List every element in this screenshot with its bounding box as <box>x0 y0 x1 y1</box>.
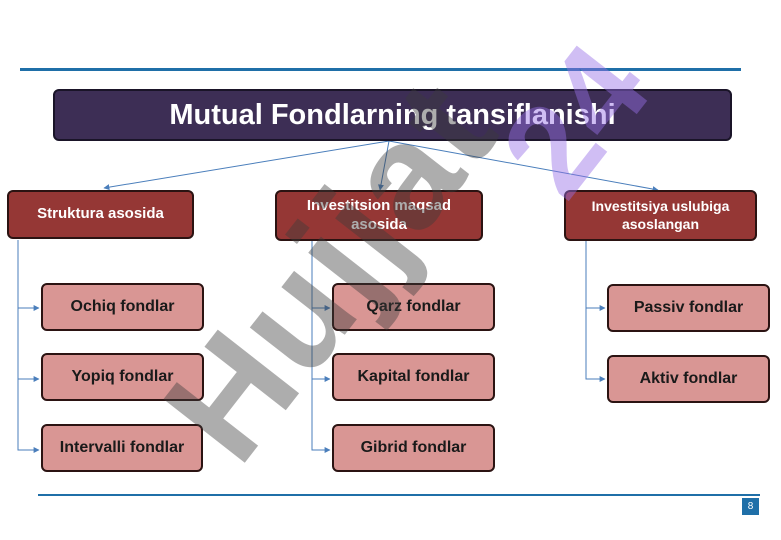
node-qarz-fondlar: Qarz fondlar <box>332 283 495 331</box>
uslub-branch-line <box>585 240 605 309</box>
top-rule <box>20 68 741 71</box>
page-number: 8 <box>742 498 759 515</box>
title-to-maqsad-line <box>378 140 390 191</box>
node-aktiv-fondlar: Aktiv fondlar <box>607 355 770 403</box>
bottom-rule <box>38 494 760 496</box>
title-to-uslub-line <box>388 140 659 192</box>
title-to-struktura-line <box>103 140 390 191</box>
category-investitsion-maqsad: Investitsion maqsad asosida <box>275 190 483 241</box>
node-intervalli-fondlar: Intervalli fondlar <box>41 424 203 472</box>
category-struktura: Struktura asosida <box>7 190 194 239</box>
node-yopiq-fondlar: Yopiq fondlar <box>41 353 204 401</box>
node-ochiq-fondlar: Ochiq fondlar <box>41 283 204 331</box>
diagram-title: Mutual Fondlarning tansiflanishi <box>53 89 732 141</box>
category-investitsiya-uslubi: Investitsiya uslubiga asoslangan <box>564 190 757 241</box>
struktura-branch-line <box>17 240 39 309</box>
node-gibrid-fondlar: Gibrid fondlar <box>332 424 495 472</box>
maqsad-branch-line <box>311 240 330 309</box>
node-kapital-fondlar: Kapital fondlar <box>332 353 495 401</box>
node-passiv-fondlar: Passiv fondlar <box>607 284 770 332</box>
